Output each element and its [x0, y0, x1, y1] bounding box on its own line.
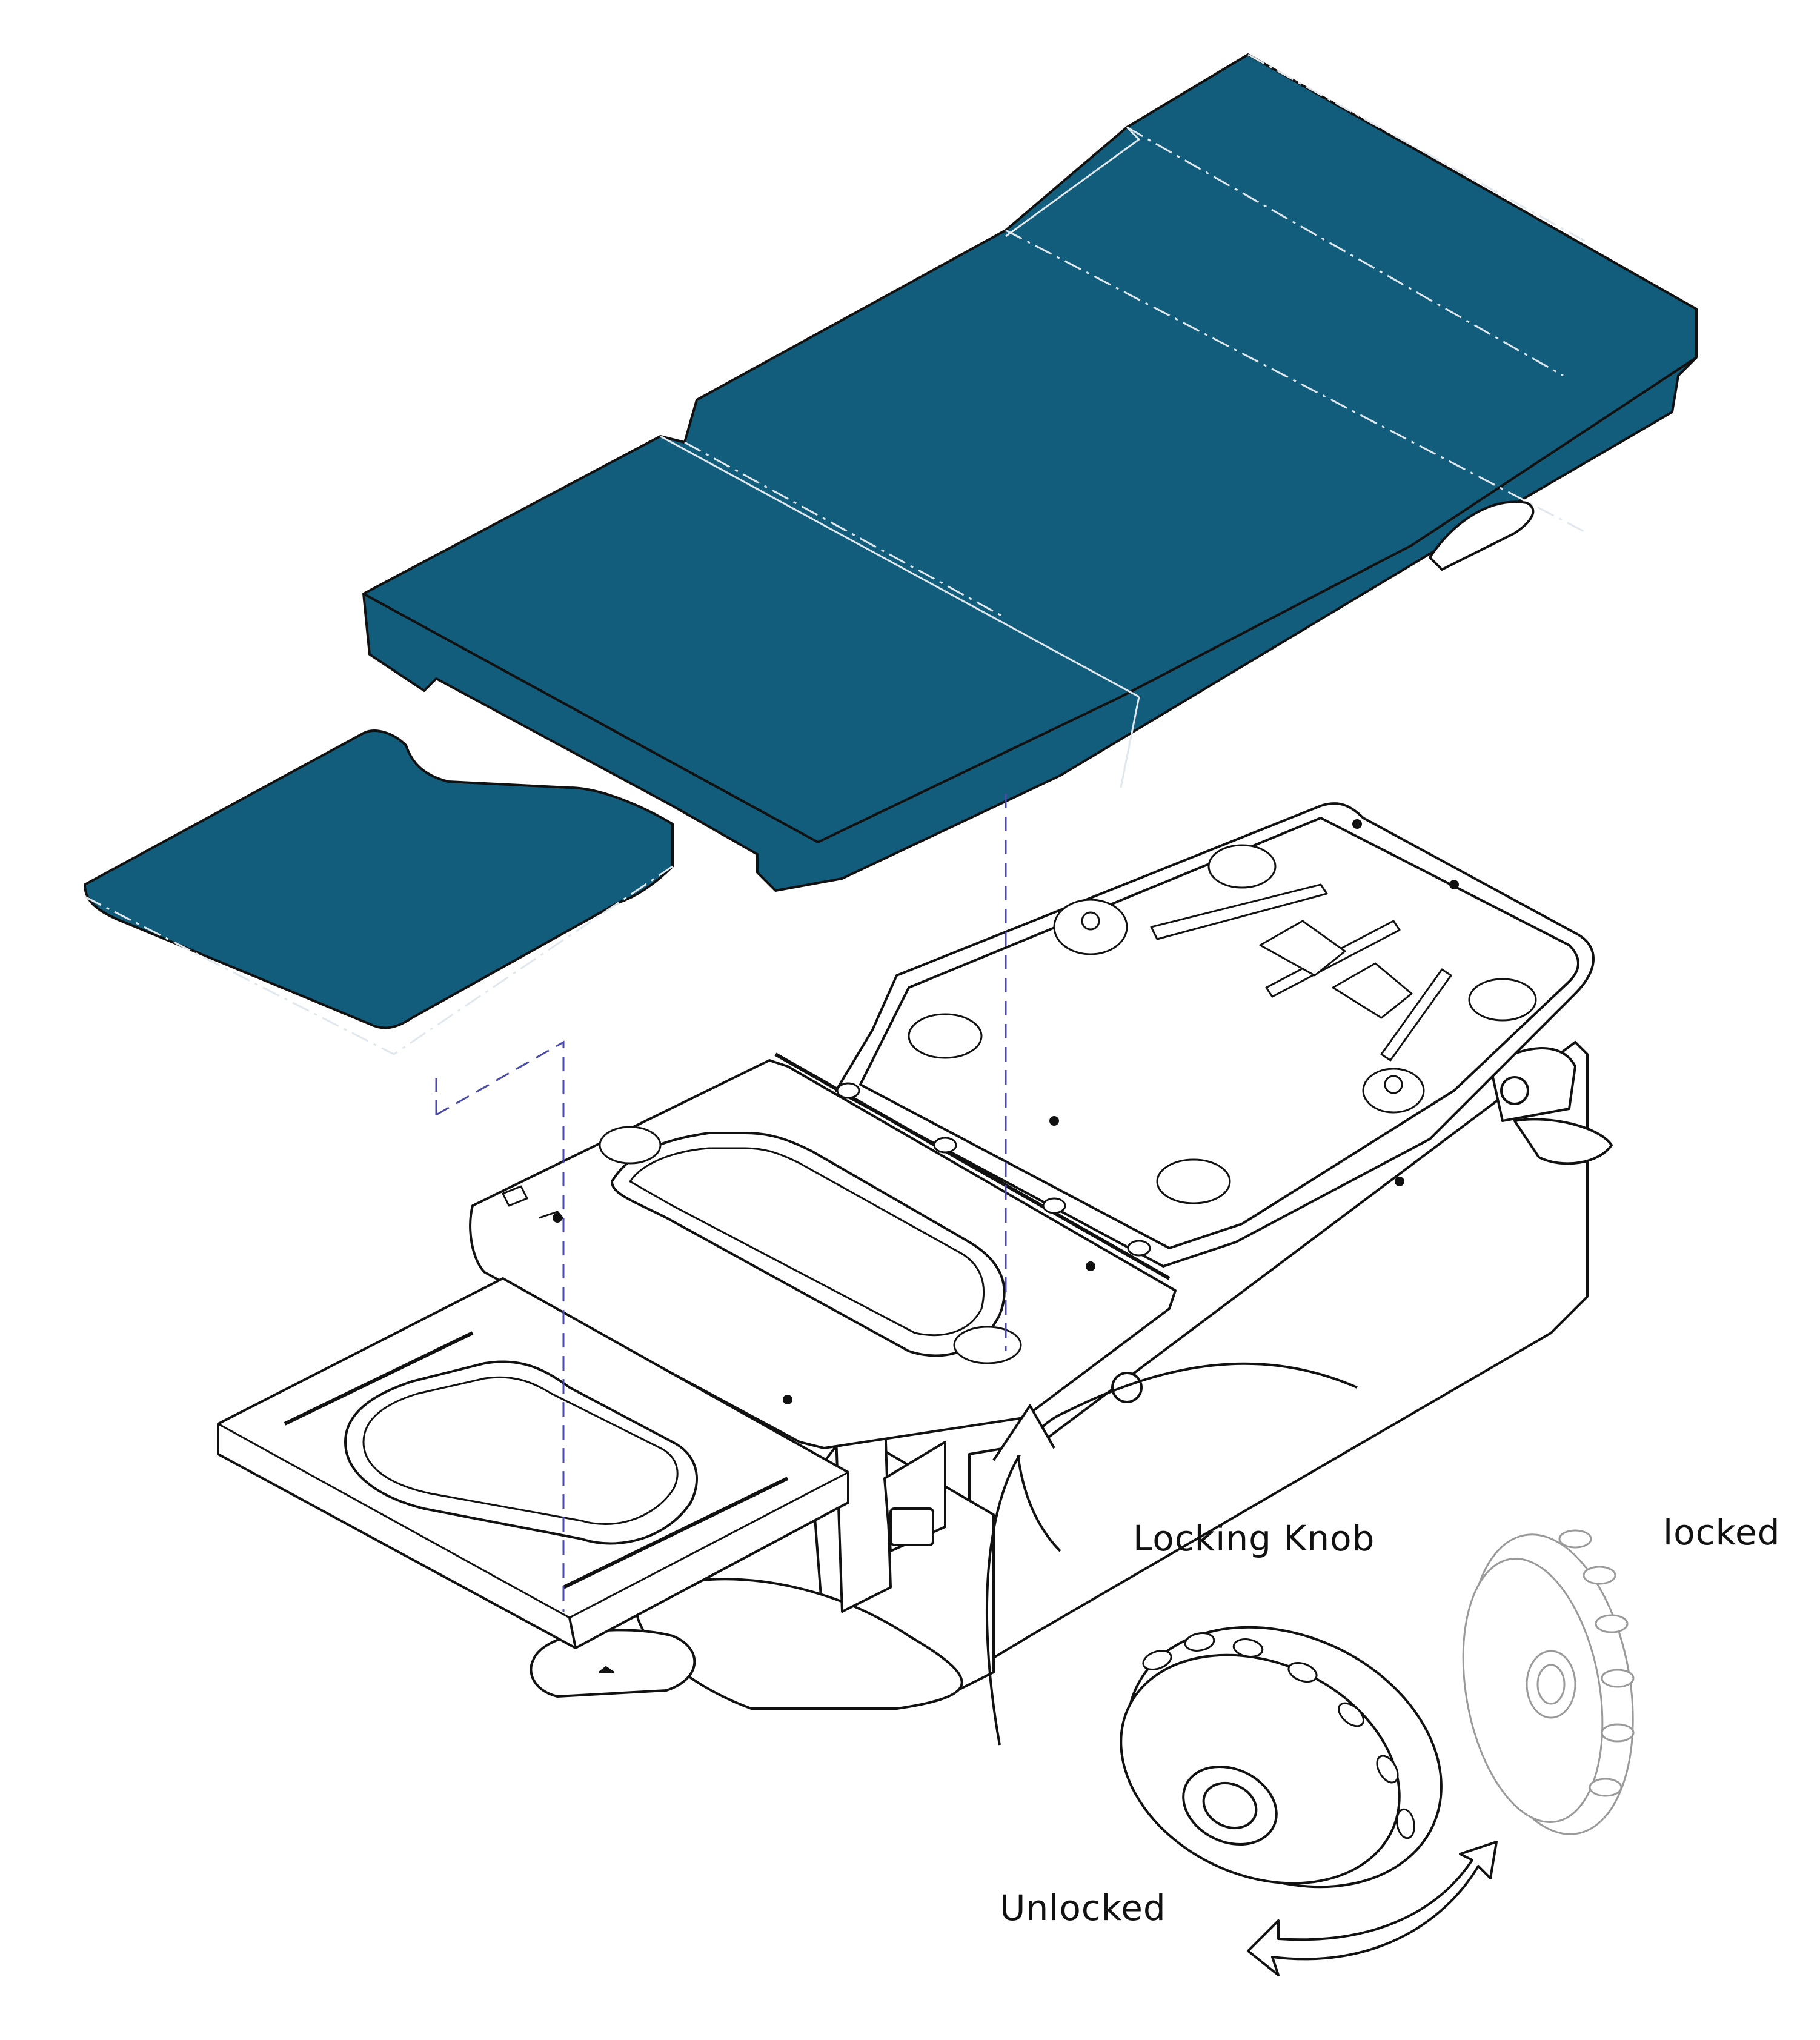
seat-section-frame: [469, 1052, 1177, 1449]
knob-unlocked-drawing: [1120, 1626, 1443, 1889]
locked-label: locked: [1663, 1512, 1781, 1553]
knob-callout: [985, 1362, 1635, 1976]
foot-cushion: [84, 729, 674, 1055]
alignment-guides: [435, 794, 1007, 1612]
table-base-frame: [530, 1041, 1613, 1710]
back-section-frame: [835, 802, 1595, 1268]
leg-extension-frame: [217, 1277, 849, 1649]
knob-locked-drawing: [1462, 1529, 1635, 1835]
unlocked-label: Unlocked: [1000, 1887, 1166, 1929]
curved-arrow-icon: [1247, 1841, 1498, 1976]
main-cushion: [362, 53, 1698, 892]
locking-knob-label: Locking Knob: [1133, 1518, 1375, 1559]
